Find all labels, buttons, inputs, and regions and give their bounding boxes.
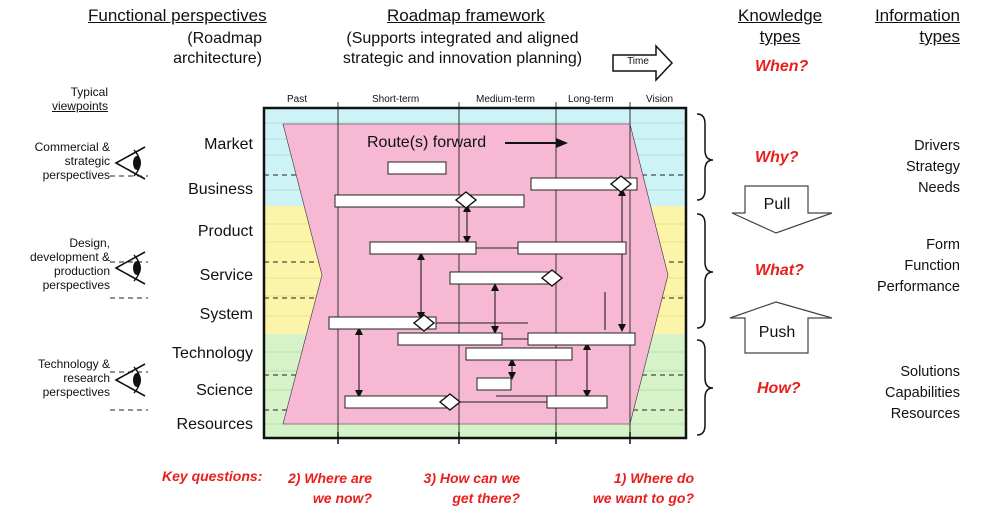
when-question: When? [755,58,809,75]
key-question-line: we want to go? [592,490,694,506]
layer-business: Business [188,181,253,198]
information-line: Form [926,237,960,253]
perspective-line: Technology & [37,357,110,371]
layer-resources: Resources [176,416,253,433]
perspective-line: Design, [69,236,110,250]
perspective-line: research [63,371,110,385]
information-line: Needs [918,180,960,196]
pull-label: Pull [763,196,791,213]
information-drivers: Drivers Strategy Needs [840,136,960,199]
time-column-long-term: Long-term [568,94,614,105]
time-column-past: Past [287,94,308,105]
layer-market: Market [204,136,253,153]
route-arrow-icon [505,138,568,148]
key-question-line: 1) Where do [613,470,694,486]
knowledge-header-line: types [759,27,801,46]
time-column-short-term: Short-term [372,94,420,105]
layer-science: Science [196,382,253,399]
framework-subtitle-line: (Supports integrated and aligned [346,30,579,47]
typical-viewpoints-line: Typical [70,85,108,99]
knowledge-what: What? [755,262,804,279]
perspective-line: strategic [64,154,110,168]
framework-subtitle-line: strategic and innovation planning) [342,50,583,67]
information-line: Strategy [906,159,960,175]
perspective-design: Design, development & production perspec… [0,236,110,292]
information-line: Resources [890,406,960,422]
information-form: Form Function Performance [840,235,960,298]
perspective-line: Commercial & [34,140,110,154]
typical-viewpoints: Typical viewpoints [40,85,108,113]
framework-subtitle: (Supports integrated and aligned strateg… [325,29,600,69]
key-question-line: 2) Where are [287,470,372,486]
perspective-line: development & [29,250,110,264]
information-line: Function [904,258,960,274]
key-questions-label: Key questions: [162,468,263,484]
activity-bars [328,161,638,409]
information-line: Performance [876,279,960,295]
perspective-line: perspectives [42,385,110,399]
right-braces [696,113,714,436]
key-question-line: 3) How can we [423,470,520,486]
information-line: Solutions [900,364,960,380]
milestone-diamonds [412,175,633,411]
eye-icon-commercial [114,146,146,180]
roadmap-framework-header: Roadmap framework [387,6,545,25]
time-arrow-label: Time [627,56,649,67]
information-line: Capabilities [885,385,960,401]
push-label: Push [758,324,796,341]
key-question-1: 1) Where do we want to go? [574,468,694,508]
key-question-line: get there? [452,490,520,506]
key-question-line: we now? [312,490,372,506]
functional-perspectives-header: Functional perspectives [88,6,267,25]
push-arrow-icon [729,301,833,354]
information-solutions: Solutions Capabilities Resources [840,362,960,425]
information-types-header: Information types [860,5,960,47]
eye-icon-technology [114,363,146,397]
pull-arrow-icon [731,185,833,234]
perspective-line: production [53,264,110,278]
information-line: Drivers [914,138,960,154]
knowledge-header-line: Knowledge [738,6,823,25]
layer-product: Product [197,223,253,240]
knowledge-how: How? [757,380,801,397]
information-header-line: Information [874,6,960,25]
typical-viewpoints-line: viewpoints [51,99,108,113]
perspective-line: perspectives [42,168,110,182]
dependency-arrows [355,188,626,398]
perspective-commercial: Commercial & strategic perspectives [0,140,110,182]
layer-system: System [199,306,253,323]
perspective-technology: Technology & research perspectives [0,357,110,399]
functional-subtitle-line: architecture) [173,50,262,67]
time-column-medium-term: Medium-term [476,94,535,105]
knowledge-why: Why? [755,149,799,166]
eye-icon-design [114,251,146,285]
roadmap-frame [262,106,688,440]
knowledge-types-header: Knowledge types [738,5,822,47]
information-header-line: types [919,27,960,46]
key-question-3: 3) How can we get there? [420,468,520,508]
time-arrow-icon [612,44,674,82]
functional-subtitle-line: (Roadmap [187,30,262,47]
layer-service: Service [199,267,253,284]
key-question-2: 2) Where are we now? [286,468,372,508]
route-forward-label: Route(s) forward [367,134,487,151]
functional-subtitle: (Roadmap architecture) [120,29,262,69]
time-column-vision: Vision [646,94,674,105]
perspective-line: perspectives [42,278,110,292]
roadmap-links [436,247,547,403]
layer-technology: Technology [172,345,253,362]
